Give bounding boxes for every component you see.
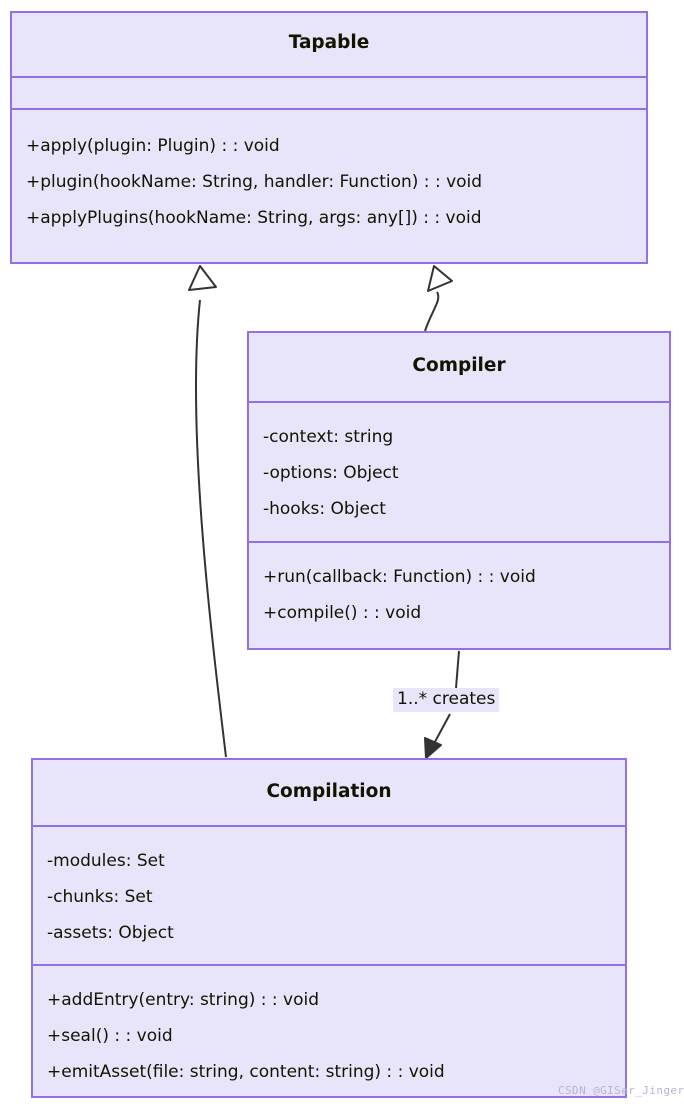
solid-arrowhead-icon	[424, 737, 442, 759]
class-methods-section-compilation: +addEntry(entry: string) : : void +seal(…	[33, 964, 625, 1096]
class-attributes-section-compilation: -modules: Set -chunks: Set -assets: Obje…	[33, 825, 625, 964]
class-attribute-row: -modules: Set	[47, 851, 165, 871]
hollow-triangle-arrowhead-icon	[427, 265, 453, 292]
edge-compilation-inherits-tapable	[188, 265, 227, 758]
class-attributes-section-compiler: -context: string -options: Object -hooks…	[249, 401, 669, 541]
watermark-text: CSDN @GISer_Jinger	[558, 1084, 684, 1097]
class-name-compilation: Compilation	[266, 781, 392, 802]
class-name-compiler: Compiler	[412, 355, 506, 376]
class-method-row: +seal() : : void	[47, 1026, 173, 1046]
uml-class-compilation[interactable]: Compilation -modules: Set -chunks: Set -…	[31, 758, 627, 1098]
class-title-section-compiler: Compiler	[249, 333, 669, 401]
edge-compiler-inherits-tapable	[424, 265, 453, 332]
class-attribute-row: -hooks: Object	[263, 499, 386, 519]
class-method-row: +run(callback: Function) : : void	[263, 567, 536, 587]
class-method-row: +apply(plugin: Plugin) : : void	[26, 136, 280, 156]
class-attribute-row: -context: string	[263, 427, 394, 447]
class-method-row: +plugin(hookName: String, handler: Funct…	[26, 172, 483, 192]
class-attributes-section-tapable	[12, 76, 646, 108]
class-methods-section-tapable: +apply(plugin: Plugin) : : void +plugin(…	[12, 108, 646, 262]
class-method-row: +emitAsset(file: string, content: string…	[47, 1062, 445, 1082]
class-attribute-row: -chunks: Set	[47, 887, 153, 907]
class-method-row: +compile() : : void	[263, 603, 422, 623]
uml-class-compiler[interactable]: Compiler -context: string -options: Obje…	[247, 331, 671, 650]
edge-label-creates: 1..* creates	[393, 688, 500, 712]
edge-compiler-creates-compilation	[424, 650, 460, 759]
hollow-triangle-arrowhead-icon	[188, 265, 217, 291]
uml-class-tapable[interactable]: Tapable +apply(plugin: Plugin) : : void …	[10, 11, 648, 264]
class-name-tapable: Tapable	[288, 32, 370, 53]
class-method-row: +addEntry(entry: string) : : void	[47, 990, 320, 1010]
class-methods-section-compiler: +run(callback: Function) : : void +compi…	[249, 541, 669, 644]
class-title-section-compilation: Compilation	[33, 760, 625, 825]
class-attribute-row: -assets: Object	[47, 923, 174, 943]
class-title-section-tapable: Tapable	[12, 13, 646, 76]
class-method-row: +applyPlugins(hookName: String, args: an…	[26, 208, 482, 228]
class-attribute-row: -options: Object	[263, 463, 399, 483]
